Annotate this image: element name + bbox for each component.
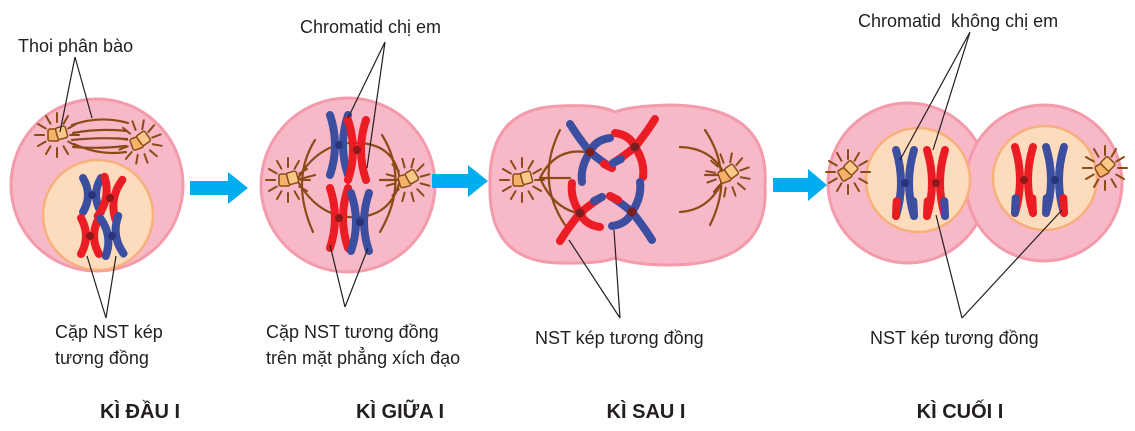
centromere — [86, 232, 94, 240]
chromosome — [892, 146, 918, 220]
chromosome — [347, 189, 373, 255]
centromere — [585, 147, 595, 157]
chromosome — [344, 116, 370, 184]
arrow-icon — [190, 172, 248, 204]
centromere — [1020, 176, 1028, 184]
label-telophase-homologs: NST kép tương đồng — [870, 328, 1039, 348]
centromere — [88, 191, 96, 199]
centrosome-icon — [824, 148, 872, 196]
label-sister-chromatids: Chromatid chị em — [300, 17, 441, 37]
label-non-sister-chromatids: Chromatid không chị em — [858, 11, 1058, 31]
cell — [488, 103, 767, 267]
centromere — [335, 141, 343, 149]
centrosome-icon — [1081, 144, 1129, 192]
centrosome-icon — [385, 157, 431, 203]
arrow-icon — [432, 165, 488, 197]
chromosome — [609, 115, 659, 181]
label-spindle: Thoi phân bào — [18, 36, 133, 56]
centrosome-icon — [117, 119, 163, 165]
chromosome — [556, 179, 606, 245]
centromere — [335, 214, 343, 222]
arrow-icon — [773, 169, 827, 201]
label-equator-pair-1: Cặp NST tương đồng — [266, 322, 439, 342]
centromere — [356, 218, 364, 226]
centrosome-icon — [705, 152, 751, 198]
label-homologous-pair-2: tương đồng — [55, 348, 149, 368]
centromere — [108, 232, 116, 240]
stage-title: KÌ ĐẦU I — [100, 400, 180, 423]
chromosome — [923, 146, 949, 220]
chromosome — [1011, 143, 1037, 217]
centromere — [901, 179, 909, 187]
chromosome — [1042, 143, 1068, 217]
leader-lines — [59, 31, 1063, 319]
centromere — [106, 194, 114, 202]
stage-metaphase-i — [259, 96, 437, 274]
centromere — [627, 207, 637, 217]
stage-title: KÌ SAU I — [607, 400, 686, 423]
chromosome — [96, 211, 128, 261]
stage-title: KÌ CUỐI I — [917, 399, 1004, 423]
chromosomes — [77, 172, 128, 261]
nucleus — [864, 126, 972, 234]
stage-anaphase-i — [488, 103, 767, 267]
chromosome — [566, 120, 616, 186]
chromosomes — [556, 115, 659, 245]
label-anaphase-homologs: NST kép tương đồng — [535, 328, 704, 348]
centrosomes — [34, 112, 1129, 203]
centrosome-icon — [499, 157, 545, 203]
centromere — [630, 142, 640, 152]
chromosome — [326, 184, 352, 252]
stage-telophase-i — [826, 101, 1124, 265]
chromosomes — [326, 111, 373, 255]
centromere — [932, 179, 940, 187]
centromere — [1051, 176, 1059, 184]
chromosome — [606, 178, 656, 244]
centromere — [353, 146, 361, 154]
centrosome-icon — [34, 112, 80, 158]
stage-title: KÌ GIỮA I — [356, 399, 444, 423]
stage-prophase-i — [9, 97, 185, 273]
label-equator-pair-2: trên mặt phẳng xích đạo — [266, 347, 460, 368]
centrosome-icon — [265, 157, 311, 203]
chromosomes — [892, 143, 1068, 220]
label-homologous-pair-1: Cặp NST kép — [55, 322, 163, 342]
centromere — [575, 208, 585, 218]
